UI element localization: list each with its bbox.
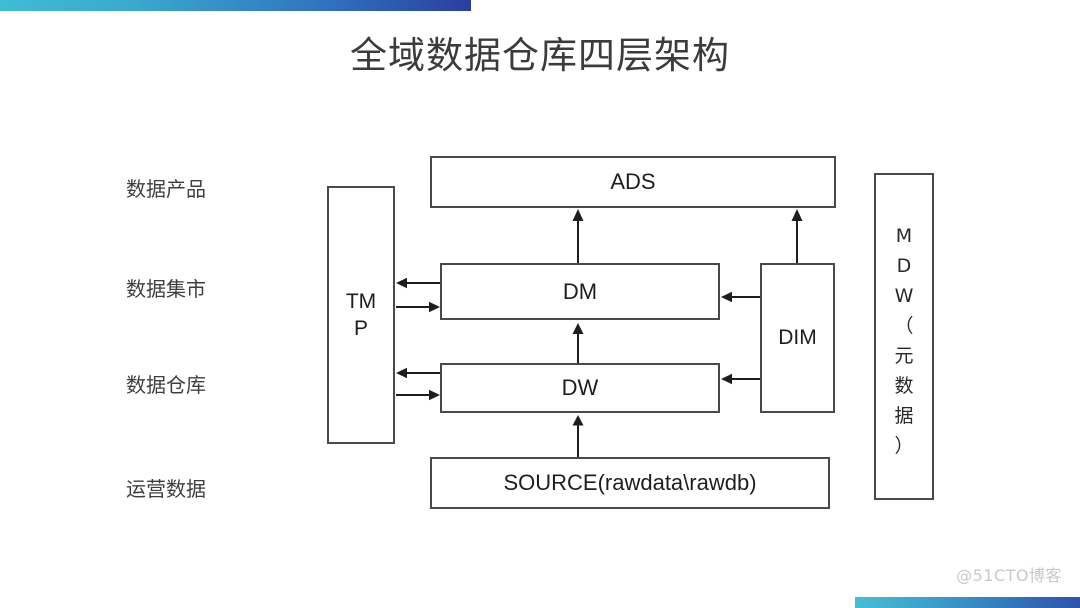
diagram-node-source[interactable]: SOURCE(rawdata\rawdb) xyxy=(430,457,830,509)
diagram-node-dw-label: DW xyxy=(561,375,599,400)
edge-dw-to-tmp xyxy=(396,367,440,379)
edge-tmp-to-dw xyxy=(396,389,440,401)
layer-label-operational: 运营数据 xyxy=(126,477,206,501)
diagram-node-mdw[interactable]: M D W （ 元 数 据 ） xyxy=(874,173,934,500)
layer-label-data-warehouse: 数据仓库 xyxy=(126,373,206,397)
edge-dw-to-dm xyxy=(572,323,584,363)
bottom-gradient-bar xyxy=(855,597,1080,608)
page-title: 全域数据仓库四层架构 xyxy=(350,34,730,77)
diagram-node-ads[interactable]: ADS xyxy=(430,156,836,208)
edge-dm-to-tmp xyxy=(396,277,440,289)
diagram-node-dm[interactable]: DM xyxy=(440,263,720,320)
edge-dm-to-ads xyxy=(572,209,584,263)
layer-label-data-product: 数据产品 xyxy=(126,177,206,201)
diagram-node-dim[interactable]: DIM xyxy=(760,263,835,413)
diagram-node-source-label: SOURCE(rawdata\rawdb) xyxy=(503,470,757,495)
diagram-node-tmp-label: TM P xyxy=(345,290,377,340)
diagram-node-tmp[interactable]: TM P xyxy=(327,186,395,444)
diagram-node-ads-label: ADS xyxy=(610,169,656,194)
layer-label-data-mart: 数据集市 xyxy=(126,277,206,301)
edge-source-to-dw xyxy=(572,415,584,457)
edge-dim-to-dw xyxy=(721,373,760,385)
edge-dim-to-dm xyxy=(721,291,760,303)
edge-tmp-to-dm xyxy=(396,301,440,313)
diagram-node-dim-label: DIM xyxy=(778,326,817,349)
watermark: @51CTO博客 xyxy=(956,566,1062,585)
top-gradient-bar xyxy=(0,0,471,11)
edge-dim-to-ads xyxy=(791,209,803,263)
diagram-node-dw[interactable]: DW xyxy=(440,363,720,413)
diagram-node-mdw-label: M D W （ 元 数 据 ） xyxy=(894,225,914,457)
diagram-node-dm-label: DM xyxy=(562,278,598,304)
